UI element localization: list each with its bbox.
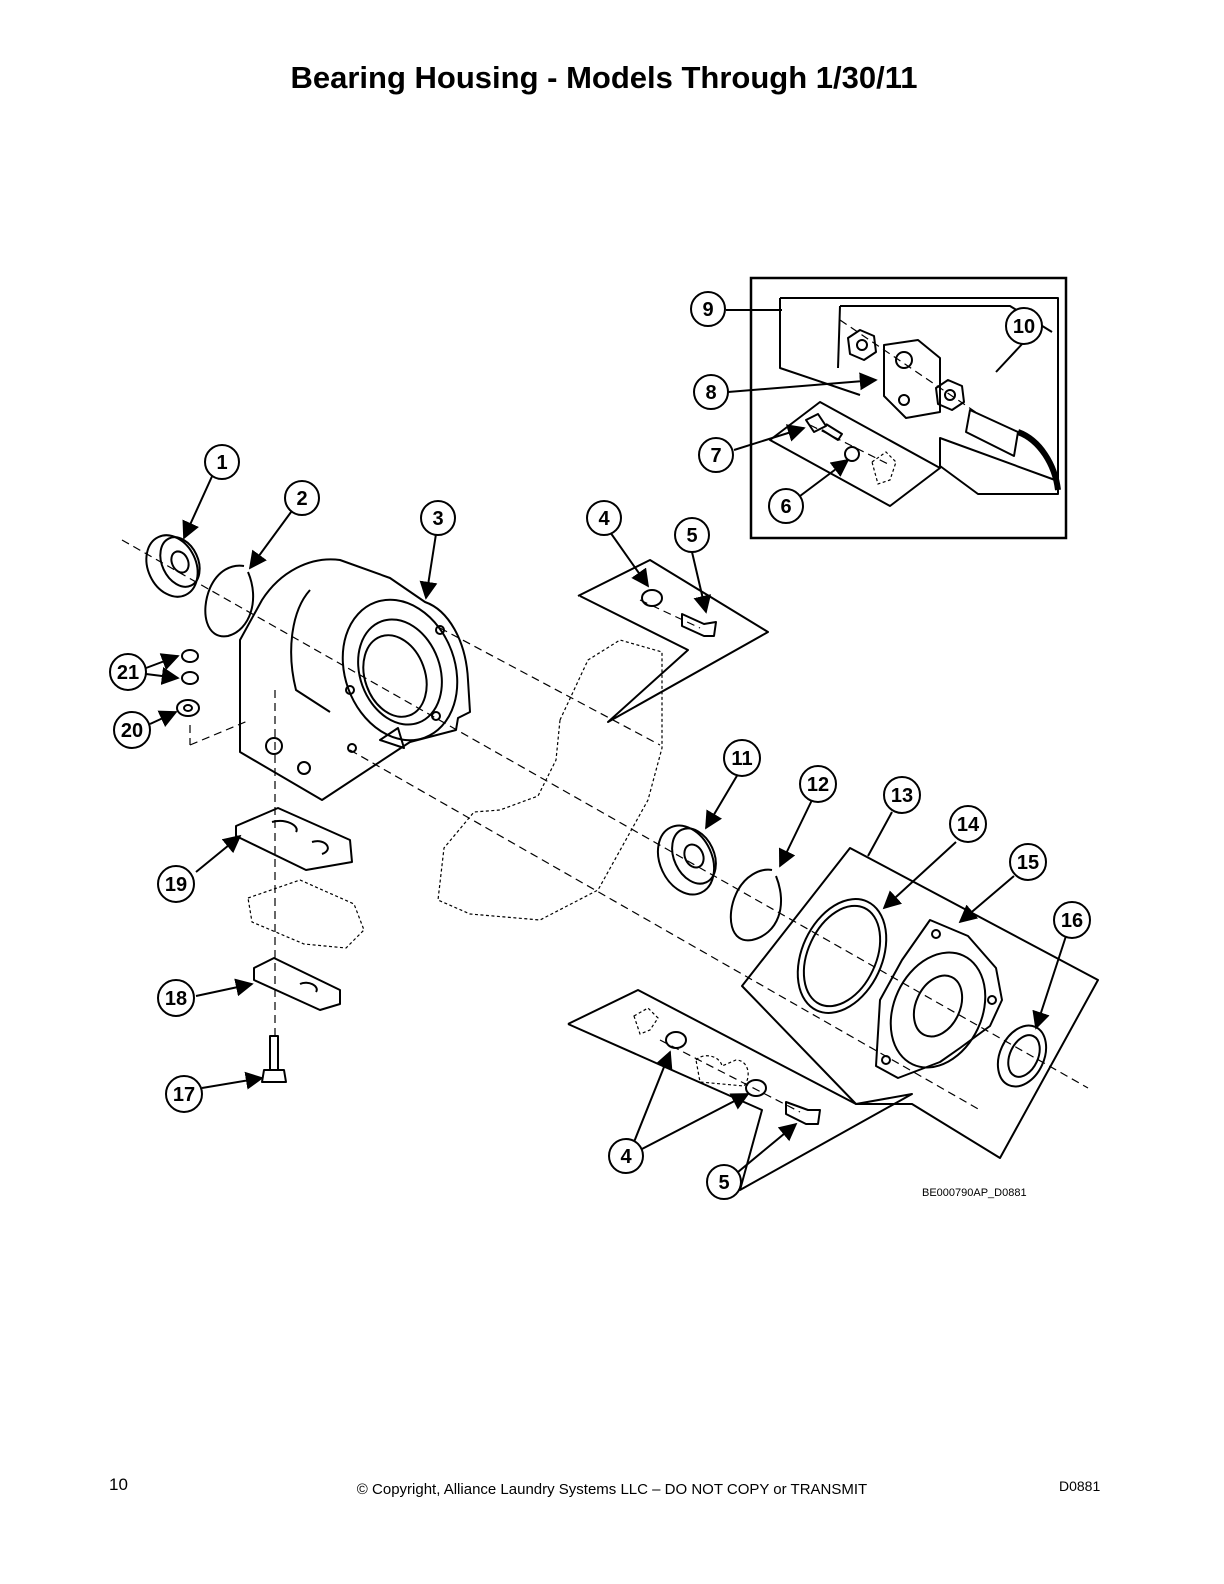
callout-7: 7 xyxy=(698,437,734,473)
callout-4: 4 xyxy=(586,500,622,536)
svg-text:12: 12 xyxy=(807,774,829,796)
part-13-gasket-panel xyxy=(741,847,1099,1159)
part-14-o-ring xyxy=(796,898,888,1014)
callout-15: 15 xyxy=(1009,843,1047,881)
page-title: Bearing Housing - Models Through 1/30/11 xyxy=(290,60,918,95)
callout-12: 12 xyxy=(799,765,837,803)
svg-text:16: 16 xyxy=(1061,910,1083,932)
parts-20-21-washers xyxy=(176,649,200,717)
callout-14: 14 xyxy=(949,805,987,843)
svg-text:6: 6 xyxy=(780,496,791,518)
page-number: 10 xyxy=(109,1475,128,1494)
svg-text:21: 21 xyxy=(117,662,139,684)
callout-3: 3 xyxy=(420,500,456,536)
svg-text:1: 1 xyxy=(216,452,227,474)
ghost-mount-plate xyxy=(247,879,365,949)
svg-text:19: 19 xyxy=(165,874,187,896)
svg-text:9: 9 xyxy=(702,299,713,321)
callout-1: 1 xyxy=(204,444,240,480)
part-17-bolt xyxy=(261,1035,287,1083)
callout-9: 9 xyxy=(690,291,726,327)
svg-text:4: 4 xyxy=(598,508,610,530)
leader-lines xyxy=(145,309,1067,1173)
svg-text:10: 10 xyxy=(1013,316,1035,338)
callout-11: 11 xyxy=(723,739,761,777)
part-15-bearing-cover xyxy=(875,919,1003,1079)
callout-17: 17 xyxy=(165,1075,203,1113)
callout-5: 5 xyxy=(674,517,710,553)
lower-fastener-panel xyxy=(567,989,913,1191)
document-code: D0881 xyxy=(1059,1478,1101,1494)
callout-2: 2 xyxy=(284,480,320,516)
svg-text:4: 4 xyxy=(620,1146,632,1168)
svg-text:15: 15 xyxy=(1017,852,1039,874)
svg-text:8: 8 xyxy=(705,382,716,404)
part-16-seal xyxy=(996,1024,1048,1088)
part-19-shim xyxy=(235,807,353,871)
svg-text:2: 2 xyxy=(296,488,307,510)
part-2-snap-ring xyxy=(204,564,255,638)
callout-18: 18 xyxy=(157,979,195,1017)
svg-text:7: 7 xyxy=(710,445,721,467)
svg-text:17: 17 xyxy=(173,1084,195,1106)
part-1-bearing xyxy=(145,534,201,598)
svg-text:3: 3 xyxy=(432,508,443,530)
copyright-notice: © Copyright, Alliance Laundry Systems LL… xyxy=(356,1481,868,1498)
svg-text:5: 5 xyxy=(686,525,697,547)
part-12-snap-ring xyxy=(729,868,783,942)
sensor-inset-box xyxy=(749,276,1068,540)
ghost-bracket xyxy=(437,639,663,921)
callout-20: 20 xyxy=(113,711,151,749)
svg-text:5: 5 xyxy=(718,1172,729,1194)
upper-fastener-panel xyxy=(577,559,769,723)
callout-16: 16 xyxy=(1053,901,1091,939)
callout-10: 10 xyxy=(1005,307,1043,345)
callout-19: 19 xyxy=(157,865,195,903)
svg-text:11: 11 xyxy=(731,748,752,770)
callout-5-lower: 5 xyxy=(706,1164,742,1200)
svg-text:13: 13 xyxy=(891,785,913,807)
svg-text:18: 18 xyxy=(165,988,187,1010)
part-11-bearing xyxy=(656,824,717,896)
part-18-clip xyxy=(253,957,341,1011)
figure-id: BE000790AP_D0881 xyxy=(922,1187,1027,1199)
callout-8: 8 xyxy=(693,374,729,410)
part-3-bearing-housing xyxy=(239,558,471,801)
callout-6: 6 xyxy=(768,488,804,524)
callout-21: 21 xyxy=(109,653,147,691)
svg-text:20: 20 xyxy=(121,720,143,742)
callout-4-lower: 4 xyxy=(608,1138,644,1174)
svg-text:14: 14 xyxy=(957,814,980,836)
callout-13: 13 xyxy=(883,776,921,814)
